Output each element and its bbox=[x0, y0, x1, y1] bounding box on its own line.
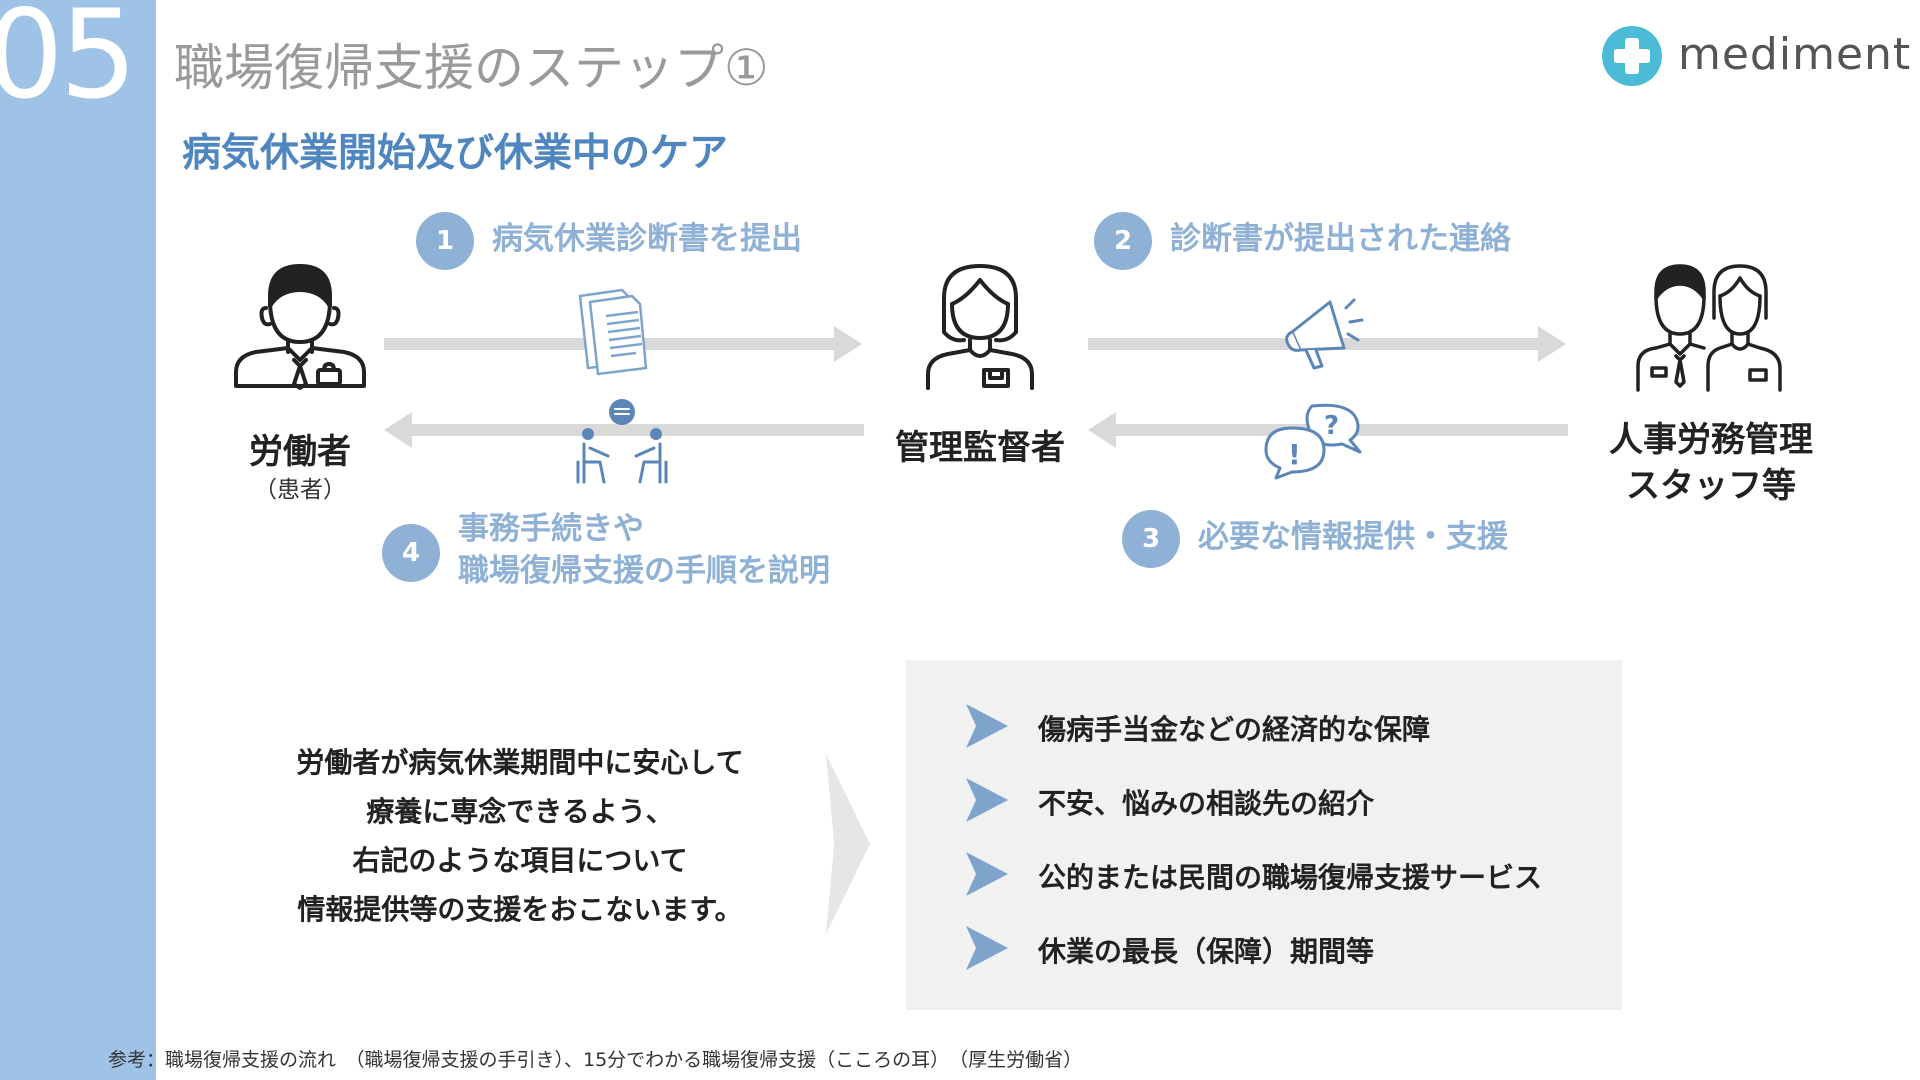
slide-number: 05 bbox=[0, 0, 137, 126]
summary-text: 労働者が病気休業期間中に安心して 療養に専念できるよう、 右記のような項目につい… bbox=[240, 738, 800, 934]
slide-subtitle: 病気休業開始及び休業中のケア bbox=[182, 131, 729, 176]
actor-worker-sublabel: （患者） bbox=[254, 477, 346, 503]
triangle-bullet-icon bbox=[966, 852, 1008, 896]
consultation-icon bbox=[576, 399, 668, 484]
step-4-text-line2: 職場復帰支援の手順を説明 bbox=[458, 553, 830, 589]
arrow-manager-to-worker bbox=[384, 412, 864, 448]
female-manager-icon bbox=[926, 264, 1034, 390]
svg-text:!: ! bbox=[1288, 438, 1301, 471]
male-worker-icon bbox=[234, 264, 366, 390]
document-icon bbox=[578, 288, 648, 376]
medical-cross-icon bbox=[1602, 26, 1662, 86]
megaphone-icon bbox=[1285, 298, 1364, 370]
triangle-bullet-icon bbox=[966, 778, 1008, 822]
actor-manager-label: 管理監督者 bbox=[895, 428, 1065, 468]
summary-line: 療養に専念できるよう、 bbox=[366, 795, 674, 828]
actor-manager: 管理監督者 bbox=[870, 254, 1090, 468]
actor-worker: 労働者 （患者） bbox=[220, 254, 380, 504]
actor-hr-label-line1: 人事労務管理 bbox=[1609, 420, 1813, 460]
step-3-number: 3 bbox=[1122, 510, 1180, 568]
step-3-text: 必要な情報提供・支援 bbox=[1198, 519, 1508, 555]
triangle-bullet-icon bbox=[966, 926, 1008, 970]
triangle-bullet-icon bbox=[966, 704, 1008, 748]
support-item-text: 公的または民間の職場復帰支援サービス bbox=[1038, 861, 1543, 894]
support-item-text: 不安、悩みの相談先の紹介 bbox=[1038, 787, 1375, 820]
step-4-text-line1: 事務手続きや bbox=[458, 511, 644, 547]
actor-hr-label-line2: スタッフ等 bbox=[1626, 466, 1796, 506]
support-items-box: 傷病手当金などの経済的な保障 不安、悩みの相談先の紹介 公的または民間の職場復帰… bbox=[906, 660, 1622, 1010]
actor-hr: 人事労務管理 スタッフ等 bbox=[1596, 254, 1826, 506]
step-4-number: 4 bbox=[382, 524, 440, 582]
hr-staff-pair-icon bbox=[1636, 264, 1782, 392]
mediment-logo: mediment bbox=[1602, 26, 1910, 90]
slide-title: 職場復帰支援のステップ① bbox=[174, 39, 769, 97]
support-item-text: 傷病手当金などの経済的な保障 bbox=[1038, 713, 1431, 746]
summary-line: 右記のような項目について bbox=[352, 844, 688, 877]
chevron-right-icon bbox=[826, 754, 870, 934]
question-speech-bubbles-icon: ? ! bbox=[1264, 403, 1362, 480]
summary-line: 情報提供等の支援をおこないます。 bbox=[297, 893, 743, 926]
step-2-text: 診断書が提出された連絡 bbox=[1170, 221, 1511, 257]
sidebar-band: 05 bbox=[0, 0, 156, 1080]
svg-text:?: ? bbox=[1324, 411, 1339, 441]
support-item-text: 休業の最長（保障）期間等 bbox=[1038, 935, 1375, 968]
logo-text: mediment bbox=[1678, 29, 1912, 80]
reference-note: 参考：職場復帰支援の流れ （職場復帰支援の手引き）、15分でわかる職場復帰支援（… bbox=[108, 1049, 1083, 1071]
step-1-text: 病気休業診断書を提出 bbox=[492, 221, 802, 257]
actor-worker-label: 労働者 bbox=[249, 432, 351, 472]
summary-line: 労働者が病気休業期間中に安心して bbox=[296, 746, 744, 779]
step-2-number: 2 bbox=[1094, 212, 1152, 270]
step-1-number: 1 bbox=[416, 212, 474, 270]
